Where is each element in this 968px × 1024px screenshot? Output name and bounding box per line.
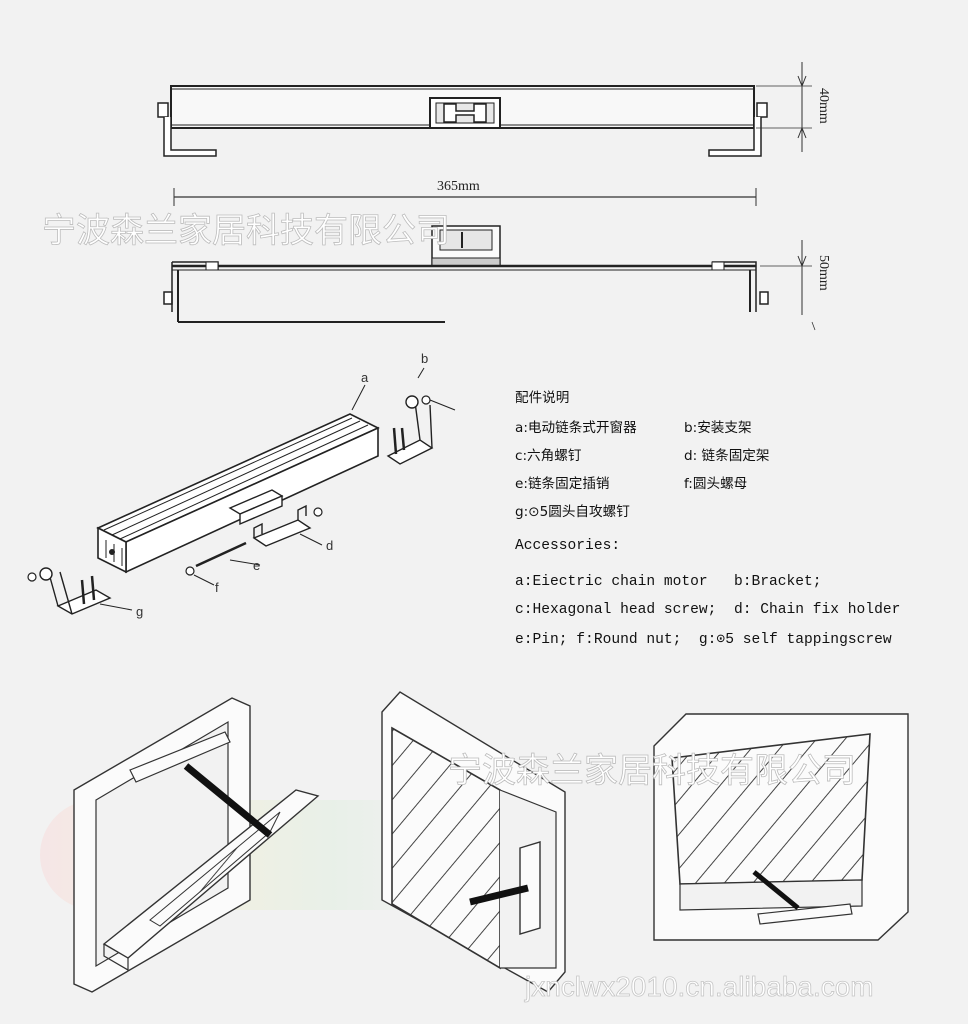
legend-title-cn: 配件说明 [515, 390, 570, 406]
window-illustration-3 [653, 713, 909, 941]
legend-item-g-cn: g:⊙5圆头自攻螺钉 [515, 504, 630, 520]
dimension-365mm-label: 365mm [437, 179, 480, 194]
dimension-40mm-line [756, 62, 812, 152]
motor-top-view [157, 85, 768, 157]
window-illustration-2 [381, 691, 566, 993]
dimension-40mm-label: 40mm [816, 88, 831, 124]
part-letters: a b d e f g [136, 351, 428, 619]
watermark-site: jxnclwx2010.cn.alibaba.com [524, 971, 874, 1002]
motor-side-view [163, 225, 769, 323]
window-illustration-1 [73, 697, 320, 993]
watermark-company-bottom: 宁波森兰家居科技有限公司 [448, 751, 856, 791]
legend-title-en: Accessories: [515, 538, 621, 554]
part-letter-a: a [361, 370, 369, 385]
legend-item-e-cn: e:链条固定插销 [515, 476, 610, 492]
legend-row-1-en: a:Eiectric chain motor b:Bracket; [515, 574, 822, 590]
legend-item-c-cn: c:六角螺钉 [515, 448, 582, 464]
legend-item-b-cn: b:安装支架 [684, 420, 752, 436]
part-letter-f: f [215, 580, 219, 595]
part-letter-g: g [136, 604, 143, 619]
dimension-365mm-line [173, 188, 757, 206]
part-letter-e: e [253, 558, 260, 573]
legend-row-3-en: e:Pin; f:Round nut; g:⊙5 self tappingscr… [515, 632, 892, 648]
watermark-company-top: 宁波森兰家居科技有限公司 [42, 211, 450, 251]
legend-row-2-en: c:Hexagonal head screw; d: Chain fix hol… [515, 602, 901, 618]
legend-item-a-cn: a:电动链条式开窗器 [515, 420, 637, 436]
motor-exploded-view [27, 367, 456, 615]
dimension-50mm-line [760, 240, 816, 331]
dimension-50mm-label: 50mm [816, 255, 831, 291]
legend-item-d-cn: d: 链条固定架 [684, 448, 770, 464]
part-letter-d: d [326, 538, 333, 553]
legend-item-f-cn: f:圆头螺母 [684, 476, 748, 492]
part-letter-b: b [421, 351, 428, 366]
